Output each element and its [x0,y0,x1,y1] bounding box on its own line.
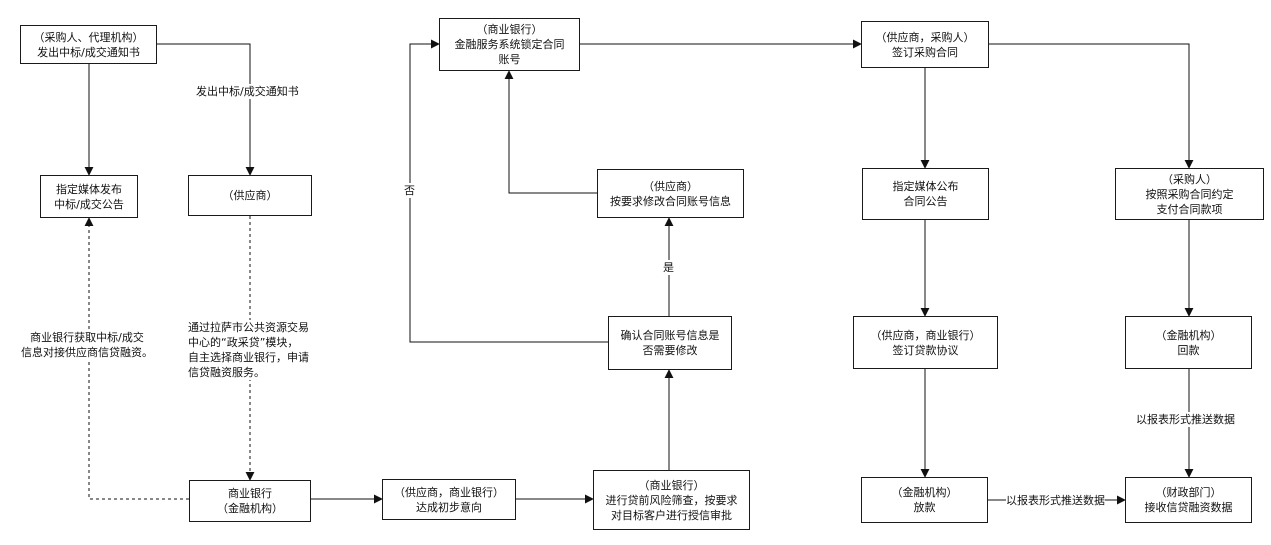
node-lock-account-line-1: （商业银行） [476,23,543,36]
node-contract-payment-line-3: 支付合同款项 [1156,202,1223,216]
node-modify-account-info: （供应商） 按要求修改合同账号信息 [597,169,744,218]
node-repayment-line-1: （金融机构） [1155,328,1222,342]
node-award-notice: （采购人、代理机构） 发出中标/成交通知书 [20,25,157,64]
edge-notice-to-supplier [157,43,255,176]
node-sign-purchase-contract-line-1: （供应商，采购人） [875,30,975,44]
node-lock-account-line-2: 金融服务系统锁定合同 [454,38,565,51]
node-check-account-info-line-2: 否需要修改 [642,344,698,357]
edge-label-apply-service-line-1: 通过拉萨市公共资源交易 [188,321,309,334]
edge-label-apply-service-line-4: 信贷融资服务。 [188,366,265,379]
node-contract-payment-line-1: （采购人） [1162,172,1217,186]
node-media-award-announcement: 指定媒体发布 中标/成交公告 [40,175,138,218]
node-commercial-bank-line-2: （金融机构） [217,502,283,515]
edge-contract-to-payment [989,43,1194,169]
node-check-account-info: 确认合同账号信息是 否需要修改 [608,316,732,370]
node-repayment-line-2: 回款 [1177,343,1200,357]
node-lock-account: （商业银行） 金融服务系统锁定合同 账号 [439,18,580,71]
edge-label-yes: 是 [663,260,674,275]
edge-label-apply-service: 通过拉萨市公共资源交易 中心的“政采贷”模块， 自主选择商业银行，申请 信贷融资… [188,320,309,380]
node-credit-review-line-1: （商业银行） [638,478,705,492]
node-supplier: （供应商） [188,175,312,216]
edge-label-push-data-vertical: 以报表形式推送数据 [1136,412,1235,427]
node-award-notice-line-1: （采购人、代理机构） [33,30,144,44]
edge-label-apply-service-line-3: 自主选择商业银行，申请 [188,351,309,364]
edge-label-push-data-horizontal: 以报表形式推送数据 [1006,493,1105,508]
edge-label-bank-gets-info-line-1: 商业银行获取中标/成交 [30,331,144,344]
node-media-award-announcement-line-2: 中标/成交公告 [54,197,124,211]
node-loan-release-line-1: （金融机构） [891,486,958,499]
node-sign-loan-agreement-line-2: 签订贷款协议 [892,343,959,357]
node-loan-release: （金融机构） 放款 [861,477,988,523]
edge-label-issue-notice: 发出中标/成交通知书 [196,84,299,99]
node-preliminary-intent-line-2: 达成初步意向 [416,500,482,514]
node-repayment: （金融机构） 回款 [1125,316,1252,369]
node-modify-account-info-line-1: （供应商） [643,179,698,193]
node-media-contract-announcement-line-1: 指定媒体公布 [892,180,959,193]
edge-label-no: 否 [404,183,415,198]
node-credit-review-line-3: 对目标客户进行授信审批 [611,508,732,522]
node-sign-purchase-contract-line-2: 签订采购合同 [892,45,958,59]
node-finance-data: （财政部门） 接收信贷融资数据 [1125,477,1252,523]
node-credit-review: （商业银行） 进行贷前风险筛查，按要求 对目标客户进行授信审批 [593,470,750,530]
edge-label-bank-gets-info-line-2: 信息对接供应商信贷融资。 [21,346,153,359]
edge-modify-to-lock [504,70,597,194]
node-media-award-announcement-line-1: 指定媒体发布 [56,182,122,196]
node-finance-data-line-1: （财政部门） [1155,486,1222,499]
node-contract-payment-line-2: 按照采购合同约定 [1145,187,1234,201]
node-credit-review-line-2: 进行贷前风险筛查，按要求 [605,493,738,507]
edge-label-apply-service-line-2: 中心的“政采贷”模块， [188,336,299,349]
node-check-account-info-line-1: 确认合同账号信息是 [620,329,720,342]
node-modify-account-info-line-2: 按要求修改合同账号信息 [610,194,731,208]
node-contract-payment: （采购人） 按照采购合同约定 支付合同款项 [1115,168,1264,220]
node-sign-purchase-contract: （供应商，采购人） 签订采购合同 [861,21,989,68]
edge-label-bank-gets-info: 商业银行获取中标/成交 信息对接供应商信贷融资。 [21,330,153,360]
node-media-contract-announcement: 指定媒体公布 合同公告 [862,168,989,220]
node-finance-data-line-2: 接收信贷融资数据 [1144,501,1233,514]
node-lock-account-line-3: 账号 [498,53,521,66]
node-commercial-bank-line-1: 商业银行 [228,487,272,500]
node-sign-loan-agreement: （供应商，商业银行） 签订贷款协议 [853,316,998,369]
node-media-contract-announcement-line-2: 合同公告 [903,195,948,208]
node-loan-release-line-2: 放款 [913,501,936,514]
node-sign-loan-agreement-line-1: （供应商，商业银行） [870,328,981,342]
node-award-notice-line-2: 发出中标/成交通知书 [37,45,140,59]
node-supplier-line-1: （供应商） [222,189,278,202]
node-preliminary-intent-line-1: （供应商，商业银行） [394,485,504,499]
node-commercial-bank: 商业银行 （金融机构） [189,480,311,522]
node-preliminary-intent: （供应商，商业银行） 达成初步意向 [382,479,516,520]
